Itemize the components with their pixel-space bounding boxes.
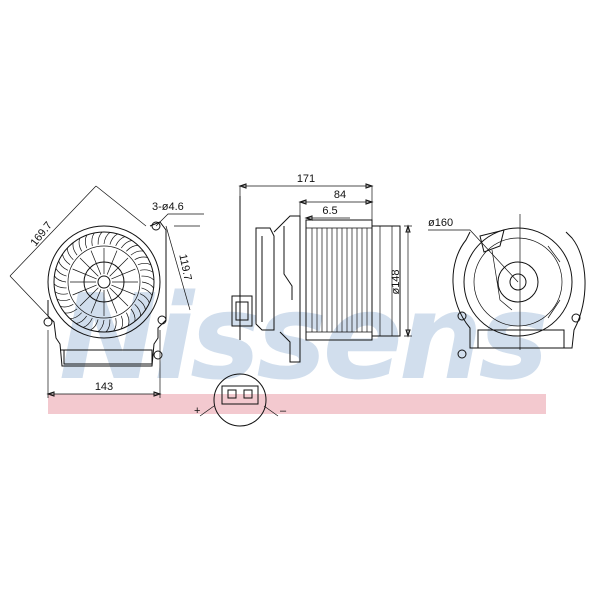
fan-blade bbox=[91, 232, 95, 246]
fan-spoke bbox=[79, 257, 99, 277]
fan-blade bbox=[58, 260, 69, 271]
fan-spoke bbox=[111, 268, 136, 280]
watermark-text: Nissens bbox=[59, 268, 546, 406]
fan-blade bbox=[130, 308, 136, 322]
dim-119-7: 119.7 bbox=[176, 253, 193, 282]
fan-spoke bbox=[106, 289, 118, 314]
fan-blade bbox=[53, 283, 67, 289]
fan-blade bbox=[125, 312, 130, 326]
fan-blade bbox=[69, 312, 82, 319]
fan-blade bbox=[141, 275, 155, 281]
fan-blade bbox=[67, 247, 74, 260]
fan-blade bbox=[134, 304, 141, 317]
fan-blade bbox=[109, 233, 118, 245]
dim-169-7: 169.7 bbox=[28, 220, 54, 249]
fan-blades bbox=[53, 231, 155, 333]
fan-blade bbox=[72, 242, 78, 256]
fan-blade bbox=[64, 308, 78, 314]
dim-6-5: 6.5 bbox=[322, 205, 337, 217]
fan-spoke bbox=[72, 284, 97, 296]
fan-blade bbox=[97, 319, 105, 332]
fan-blade bbox=[78, 238, 83, 252]
fan-blade bbox=[140, 269, 154, 273]
motor-ribs bbox=[311, 228, 368, 332]
dim-diam-160: ø160 bbox=[428, 217, 453, 229]
fan-blade bbox=[115, 236, 126, 247]
fan-spoke bbox=[109, 257, 129, 277]
fan-blade bbox=[84, 234, 88, 249]
dim-holes: 3-ø4.6 bbox=[152, 201, 184, 213]
fan-spoke bbox=[106, 250, 118, 275]
fan-blade bbox=[120, 315, 124, 330]
connector-detail: + – bbox=[194, 373, 287, 427]
fan-blade bbox=[113, 318, 117, 332]
connector-plus: + bbox=[194, 405, 200, 417]
fan-blade bbox=[141, 287, 153, 296]
dim-diam-148: ø148 bbox=[390, 269, 402, 294]
fan-blade bbox=[56, 298, 71, 302]
fan-blade bbox=[141, 281, 154, 289]
fan-blade bbox=[139, 293, 150, 304]
fan-blade bbox=[54, 291, 68, 295]
side-view: 171 84 6.5 ø148 + – bbox=[194, 173, 412, 427]
fan-blade bbox=[76, 315, 87, 324]
dim-171: 171 bbox=[297, 173, 315, 185]
fan-blade bbox=[105, 319, 111, 333]
front-view: 169.7 3-ø4.6 119.7 143 bbox=[9, 185, 204, 398]
fan-blade bbox=[121, 240, 132, 249]
fan-spoke bbox=[90, 289, 102, 314]
fan-blade bbox=[82, 317, 93, 328]
fan-blade bbox=[126, 245, 139, 252]
fan-blade bbox=[55, 268, 67, 277]
fan-blade bbox=[130, 250, 144, 256]
fan-spoke bbox=[79, 287, 99, 307]
dim-143: 143 bbox=[95, 381, 113, 393]
fan-blade bbox=[137, 299, 146, 310]
watermark-band bbox=[48, 394, 546, 414]
fan-spoke bbox=[90, 250, 102, 275]
connector-minus: – bbox=[280, 405, 287, 417]
dim-84: 84 bbox=[334, 189, 346, 201]
fan-spokes bbox=[70, 248, 138, 316]
watermark: Nissens bbox=[48, 268, 550, 414]
fan-blade bbox=[137, 262, 152, 266]
fan-blade bbox=[134, 256, 148, 261]
fan-blade bbox=[62, 254, 71, 265]
fan-blade bbox=[97, 231, 103, 245]
fan-spoke bbox=[72, 268, 97, 280]
fan-blade bbox=[90, 319, 99, 331]
fan-spoke bbox=[109, 287, 129, 307]
rear-view: ø160 bbox=[428, 214, 586, 359]
fan-blade bbox=[54, 275, 67, 283]
fan-blade bbox=[60, 303, 74, 308]
fan-blade bbox=[103, 232, 111, 245]
fan-spoke bbox=[111, 284, 136, 296]
